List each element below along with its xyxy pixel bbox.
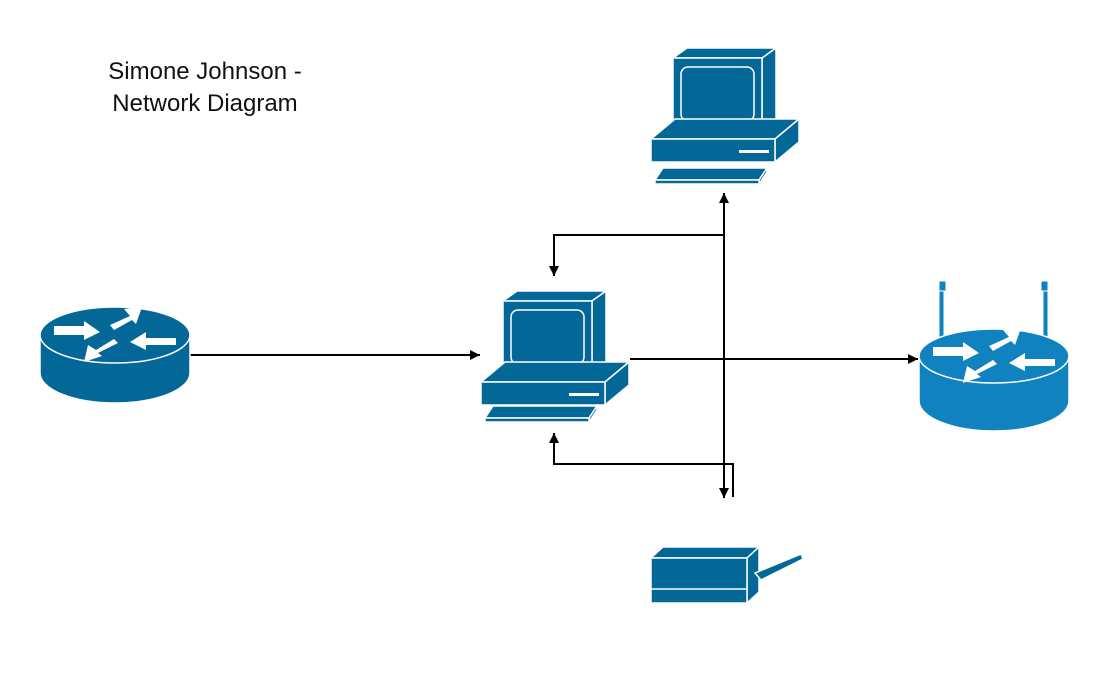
connectors — [190, 193, 918, 498]
diagram-title-line-1: Simone Johnson - — [108, 58, 302, 85]
edge-printer-to-computer — [549, 433, 734, 497]
computer-top-icon[interactable] — [648, 46, 802, 187]
computer-center-icon[interactable] — [478, 289, 632, 425]
printer-icon[interactable] — [649, 545, 804, 605]
wireless-router-icon[interactable] — [918, 280, 1070, 432]
edge-top-to-computer — [549, 234, 724, 276]
diagram-title-line-2: Network Diagram — [112, 90, 298, 117]
router-icon[interactable] — [39, 306, 191, 404]
